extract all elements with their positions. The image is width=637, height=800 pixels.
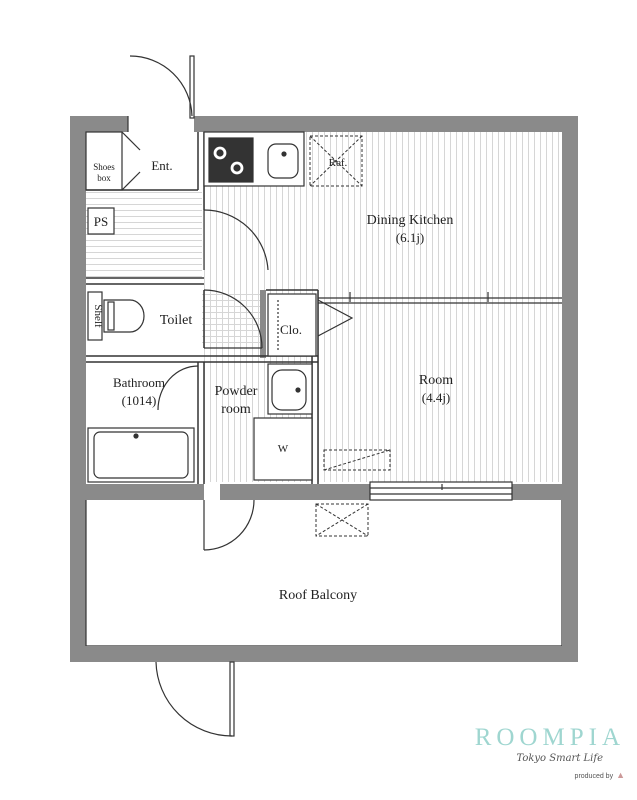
refrigerator (309, 135, 363, 187)
brand-name: ROOMPIA (474, 724, 625, 751)
label-room-size: (4.4j) (422, 390, 451, 405)
label-roof-balcony: Roof Balcony (279, 588, 357, 603)
brand-produced: produced by▲ (475, 770, 625, 782)
sliding-partition (318, 292, 562, 304)
toilet-fixture (87, 291, 145, 341)
brand-logo: ROOMPIA Tokyo Smart Life produced by▲ (475, 724, 625, 782)
label-closet: Clo. (280, 322, 302, 337)
label-washer: W (278, 443, 289, 455)
label-ps: PS (94, 214, 108, 229)
entrance-door (127, 55, 195, 132)
label-shelf: Shelf (92, 304, 104, 328)
brand-mark-icon: ▲ (616, 770, 625, 780)
washer-box (253, 417, 313, 481)
bathroom-door (157, 365, 199, 411)
closet (267, 293, 354, 357)
balcony-door (203, 499, 255, 551)
brand-produced-text: produced by (574, 773, 614, 780)
balcony-dashed-box (315, 503, 369, 537)
toilet-door (203, 289, 263, 349)
label-room: Room (419, 373, 453, 388)
label-entrance: Ent. (151, 158, 172, 173)
lower-door (155, 661, 235, 737)
room-dashed-box (323, 449, 391, 471)
label-bathroom: Bathroom (113, 375, 165, 390)
shoes-box (85, 131, 141, 191)
brand-tagline: Tokyo Smart Life (516, 753, 603, 764)
label-dining-kitchen: Dining Kitchen (367, 213, 454, 228)
roof-balcony-outline (85, 500, 578, 662)
room-window (369, 481, 513, 501)
label-toilet: Toilet (160, 313, 193, 328)
outer-walls (70, 116, 578, 662)
label-shoes-box-2: box (97, 173, 111, 183)
hall-door (203, 209, 269, 271)
toilet-door-floor-hatch (202, 290, 262, 348)
label-dining-kitchen-size: (6.1j) (396, 230, 425, 245)
label-bathroom-size: (1014) (122, 393, 157, 408)
label-refrigerator: Ref. (329, 157, 348, 169)
ps-box (87, 207, 115, 235)
label-powder-room-1: Powder (215, 384, 258, 399)
kitchen-counter (203, 131, 305, 187)
label-shoes-box-1: Shoes (93, 162, 115, 172)
label-powder-room-2: room (221, 402, 251, 417)
bathtub (87, 427, 195, 483)
washbasin (267, 363, 313, 415)
